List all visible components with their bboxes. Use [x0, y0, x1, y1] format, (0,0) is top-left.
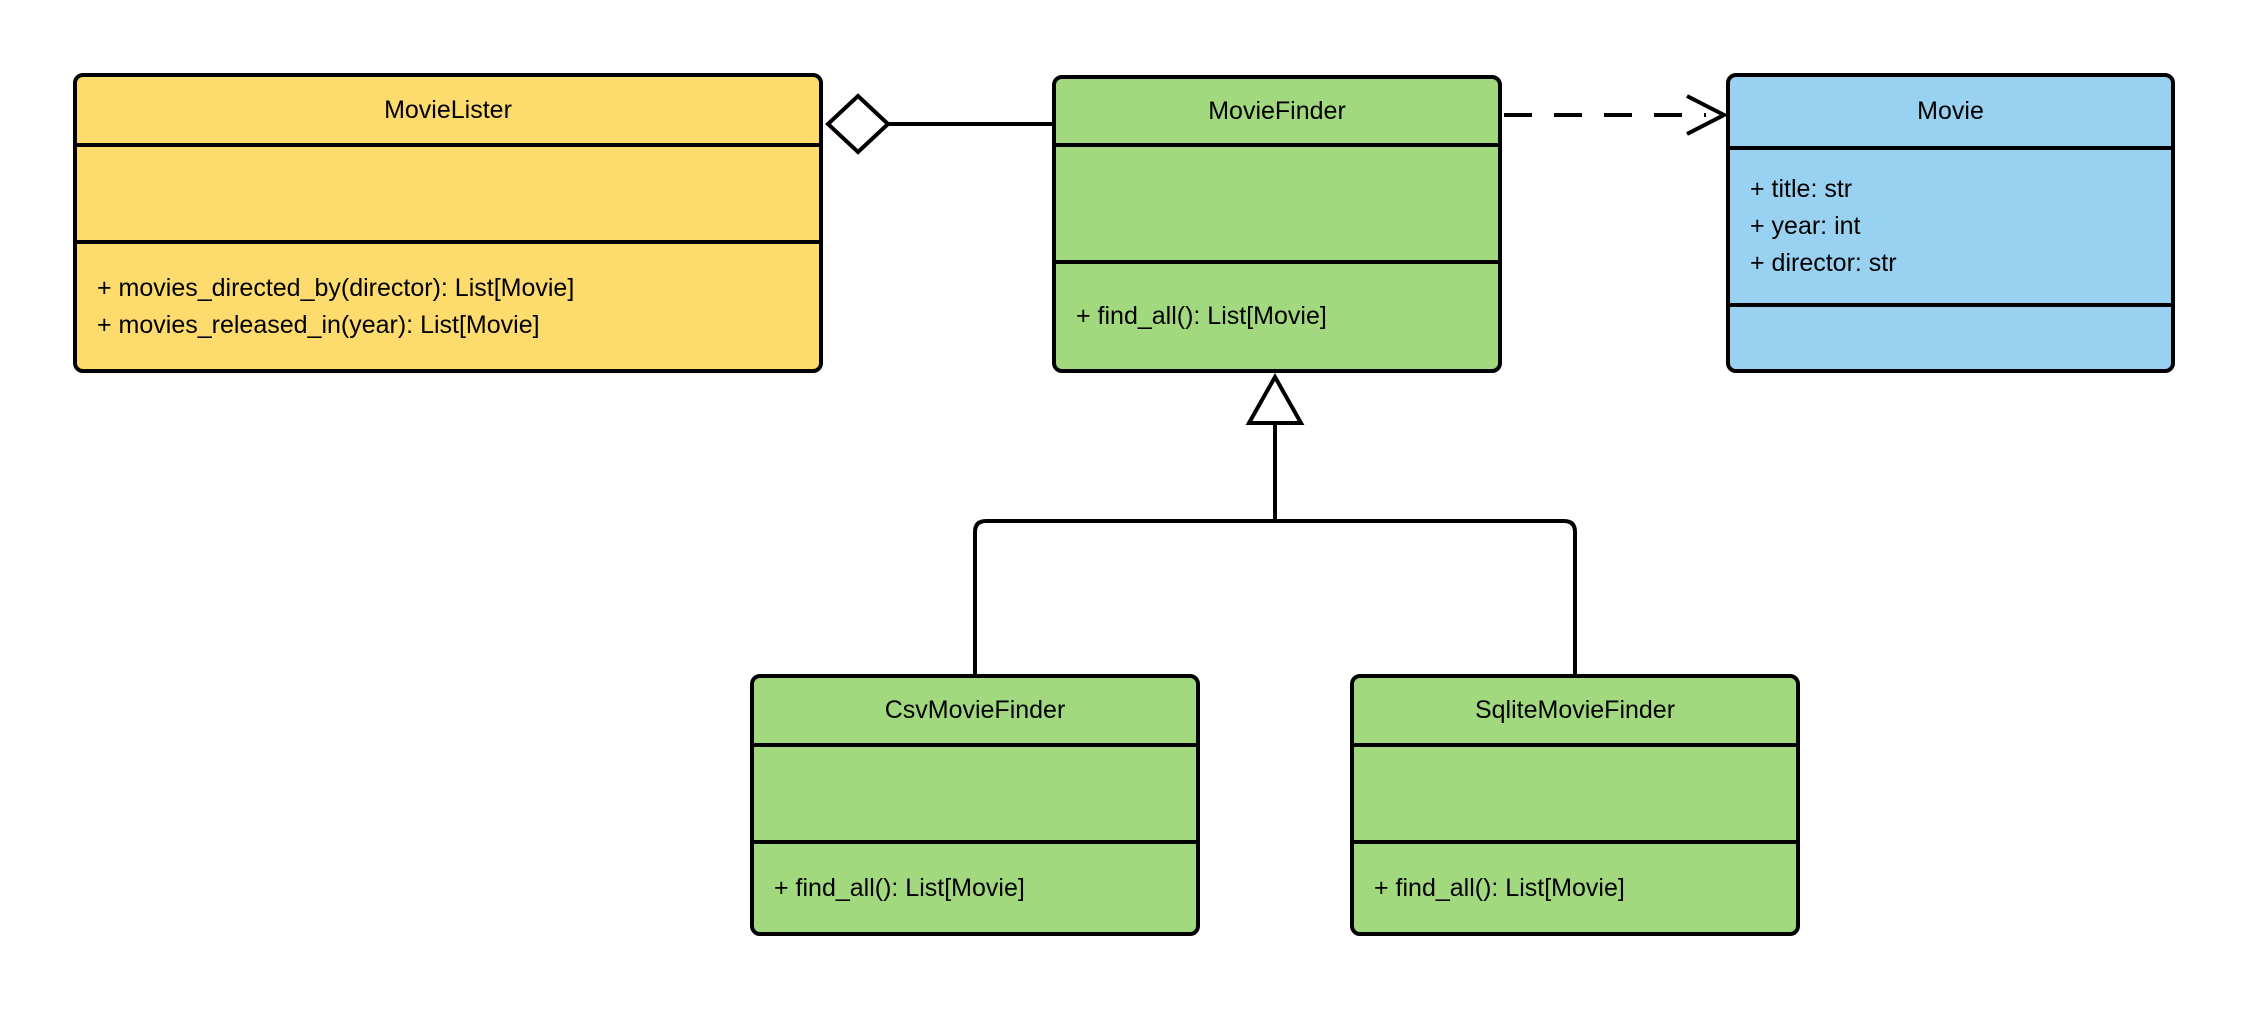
dependency-arrowhead-icon [1686, 94, 1729, 136]
aggregation-movielister-moviefinder [825, 93, 1056, 155]
attributes-compartment [1056, 143, 1498, 260]
methods-compartment: + find_all(): List[Movie] [1354, 840, 1796, 932]
methods-compartment: + find_all(): List[Movie] [754, 840, 1196, 932]
methods-compartment: + find_all(): List[Movie] [1056, 260, 1498, 369]
class-box-movie: Movie + title: str + year: int + directo… [1726, 73, 2175, 373]
generalization-triangle-icon [1245, 372, 1305, 425]
attributes-compartment: + title: str + year: int + director: str [1730, 146, 2171, 303]
attribute: + year: int [1750, 212, 1861, 240]
class-box-moviefinder: MovieFinder + find_all(): List[Movie] [1052, 75, 1502, 373]
class-name: SqliteMovieFinder [1474, 696, 1676, 724]
generalization-branch-line [973, 519, 1577, 676]
attribute: + director: str [1750, 249, 1897, 277]
class-name: CsvMovieFinder [884, 696, 1066, 724]
class-name: MovieFinder [1208, 96, 1346, 125]
class-name: Movie [1917, 97, 1984, 125]
method: + find_all(): List[Movie] [1374, 873, 1625, 902]
class-box-csvmoviefinder: CsvMovieFinder + find_all(): List[Movie] [750, 674, 1200, 936]
generalization-tree [973, 372, 1577, 676]
class-box-sqlitemoviefinder: SqliteMovieFinder + find_all(): List[Mov… [1350, 674, 1800, 936]
method: + find_all(): List[Movie] [1076, 302, 1327, 330]
methods-compartment: + movies_directed_by(director): List[Mov… [77, 240, 819, 369]
method: + movies_directed_by(director): List[Mov… [97, 273, 575, 302]
class-box-movielister: MovieLister + movies_directed_by(directo… [73, 73, 823, 373]
method: + movies_released_in(year): List[Movie] [97, 310, 540, 339]
attributes-compartment [77, 143, 819, 240]
methods-compartment [1730, 303, 2171, 369]
attribute: + title: str [1750, 175, 1853, 203]
dependency-moviefinder-movie [1504, 94, 1729, 136]
aggregation-diamond-icon [825, 93, 891, 155]
class-name: MovieLister [384, 95, 512, 124]
attributes-compartment [754, 743, 1196, 840]
method: + find_all(): List[Movie] [774, 873, 1025, 902]
attributes-compartment [1354, 743, 1796, 840]
